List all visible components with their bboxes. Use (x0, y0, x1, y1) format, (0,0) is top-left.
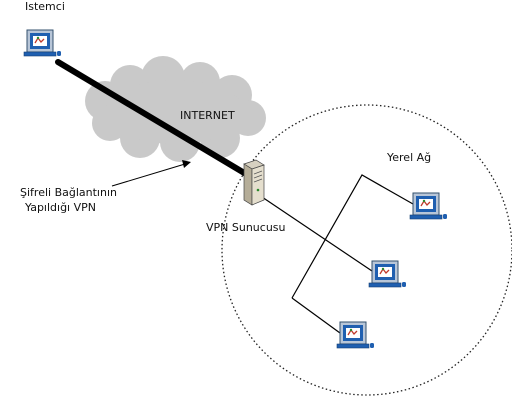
client-label: Istemci (25, 0, 65, 13)
tunnel-label-line2: Yapıldığı VPN (25, 201, 97, 214)
local-computer-icon (368, 260, 407, 288)
local-network-links (261, 174, 414, 334)
local-network-label: Yerel Ağ (387, 151, 432, 164)
vpn-tunnel-line (55, 59, 249, 177)
arrow-icon (111, 160, 191, 187)
client-computer-icon (23, 29, 62, 57)
internet-label: INTERNET (180, 109, 235, 122)
local-computer-icon (409, 192, 448, 220)
tunnel-label-line1: Şifreli Bağlantının (20, 186, 117, 199)
local-network-boundary (221, 104, 512, 396)
vpn-server-label: VPN Sunucusu (206, 221, 286, 234)
internet-cloud (85, 56, 266, 162)
server-icon (243, 159, 265, 206)
local-computer-icon (336, 321, 375, 349)
